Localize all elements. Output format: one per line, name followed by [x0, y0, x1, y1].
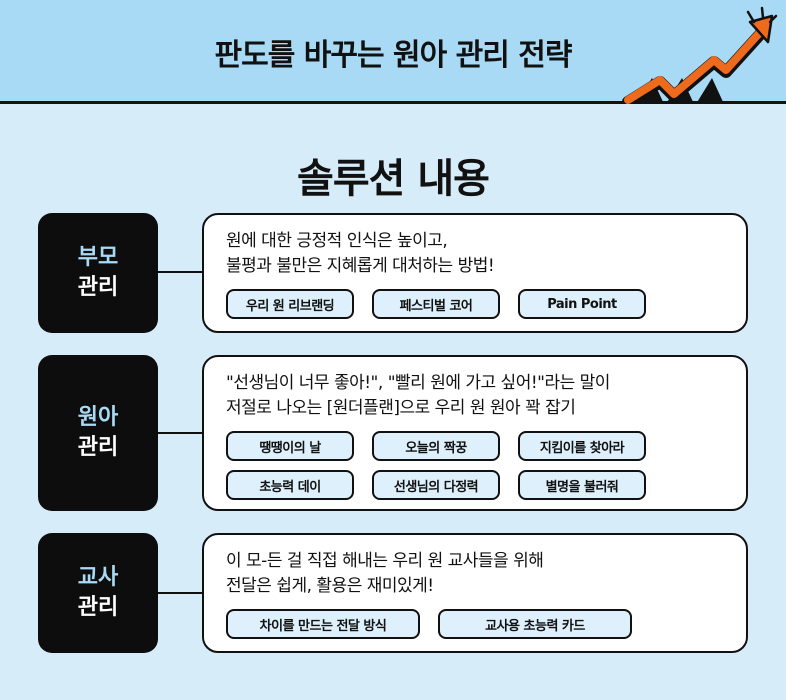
tag-find-guardian[interactable]: 지킴이를 찾아라 [518, 431, 646, 461]
row-card-child: "선생님이 너무 좋아!", "빨리 원에 가고 싶어!"라는 말이 저절로 나… [202, 355, 748, 511]
tag-group: 차이를 만드는 전달 방식 교사용 초능력 카드 [226, 609, 726, 639]
header-banner: 판도를 바꾸는 원아 관리 전략 [0, 0, 786, 104]
row-label-line1: 원아 [77, 405, 119, 430]
desc-line: 이 모-든 걸 직접 해내는 우리 원 교사들을 위해 [226, 551, 544, 571]
page-title: 판도를 바꾸는 원아 관리 전략 [214, 38, 573, 73]
row-label-parent: 부모 관리 [38, 213, 158, 333]
row-label-line1: 교사 [77, 565, 119, 590]
desc-line: 전달은 쉽게, 활용은 재미있게! [226, 576, 434, 596]
desc-line: 불평과 불만은 지혜롭게 대처하는 방법! [226, 256, 495, 276]
tag-rebranding[interactable]: 우리 원 리브랜딩 [226, 289, 354, 319]
row-label-line1: 부모 [77, 245, 119, 270]
row-card-teacher: 이 모-든 걸 직접 해내는 우리 원 교사들을 위해 전달은 쉽게, 활용은 … [202, 533, 748, 653]
row-connector [158, 592, 202, 594]
desc-line: 저절로 나오는 [원더플랜]으로 우리 원 원아 꽉 잡기 [226, 398, 576, 418]
tag-pain-point[interactable]: Pain Point [518, 289, 646, 319]
row-description: "선생님이 너무 좋아!", "빨리 원에 가고 싶어!"라는 말이 저절로 나… [226, 371, 726, 421]
desc-line: "선생님이 너무 좋아!", "빨리 원에 가고 싶어!"라는 말이 [226, 373, 610, 393]
tag-festival-core[interactable]: 페스티벌 코어 [372, 289, 500, 319]
tag-teacher-kindness[interactable]: 선생님의 다정력 [372, 470, 500, 500]
tag-today-partner[interactable]: 오늘의 짝꿍 [372, 431, 500, 461]
tag-call-nickname[interactable]: 별명을 불러줘 [518, 470, 646, 500]
tag-superpower-card[interactable]: 교사용 초능력 카드 [438, 609, 632, 639]
row-connector [158, 432, 202, 434]
rising-arrow-icon [622, 6, 778, 104]
tag-ttaengttaengi[interactable]: 땡땡이의 날 [226, 431, 354, 461]
tag-superpower-day[interactable]: 초능력 데이 [226, 470, 354, 500]
row-label-line2: 관리 [77, 595, 119, 620]
row-label-line2: 관리 [77, 275, 119, 300]
row-connector [158, 271, 202, 273]
row-description: 원에 대한 긍정적 인식은 높이고, 불평과 불만은 지혜롭게 대처하는 방법! [226, 229, 726, 279]
tag-group: 땡땡이의 날 오늘의 짝꿍 지킴이를 찾아라 초능력 데이 선생님의 다정력 별… [226, 431, 726, 500]
row-label-teacher: 교사 관리 [38, 533, 158, 653]
desc-line: 원에 대한 긍정적 인식은 높이고, [226, 231, 448, 251]
row-label-child: 원아 관리 [38, 355, 158, 511]
tag-delivery-method[interactable]: 차이를 만드는 전달 방식 [226, 609, 420, 639]
row-description: 이 모-든 걸 직접 해내는 우리 원 교사들을 위해 전달은 쉽게, 활용은 … [226, 549, 726, 599]
tag-group: 우리 원 리브랜딩 페스티벌 코어 Pain Point [226, 289, 726, 319]
section-title: 솔루션 내용 [297, 156, 490, 202]
row-card-parent: 원에 대한 긍정적 인식은 높이고, 불평과 불만은 지혜롭게 대처하는 방법!… [202, 213, 748, 333]
row-label-line2: 관리 [77, 435, 119, 460]
